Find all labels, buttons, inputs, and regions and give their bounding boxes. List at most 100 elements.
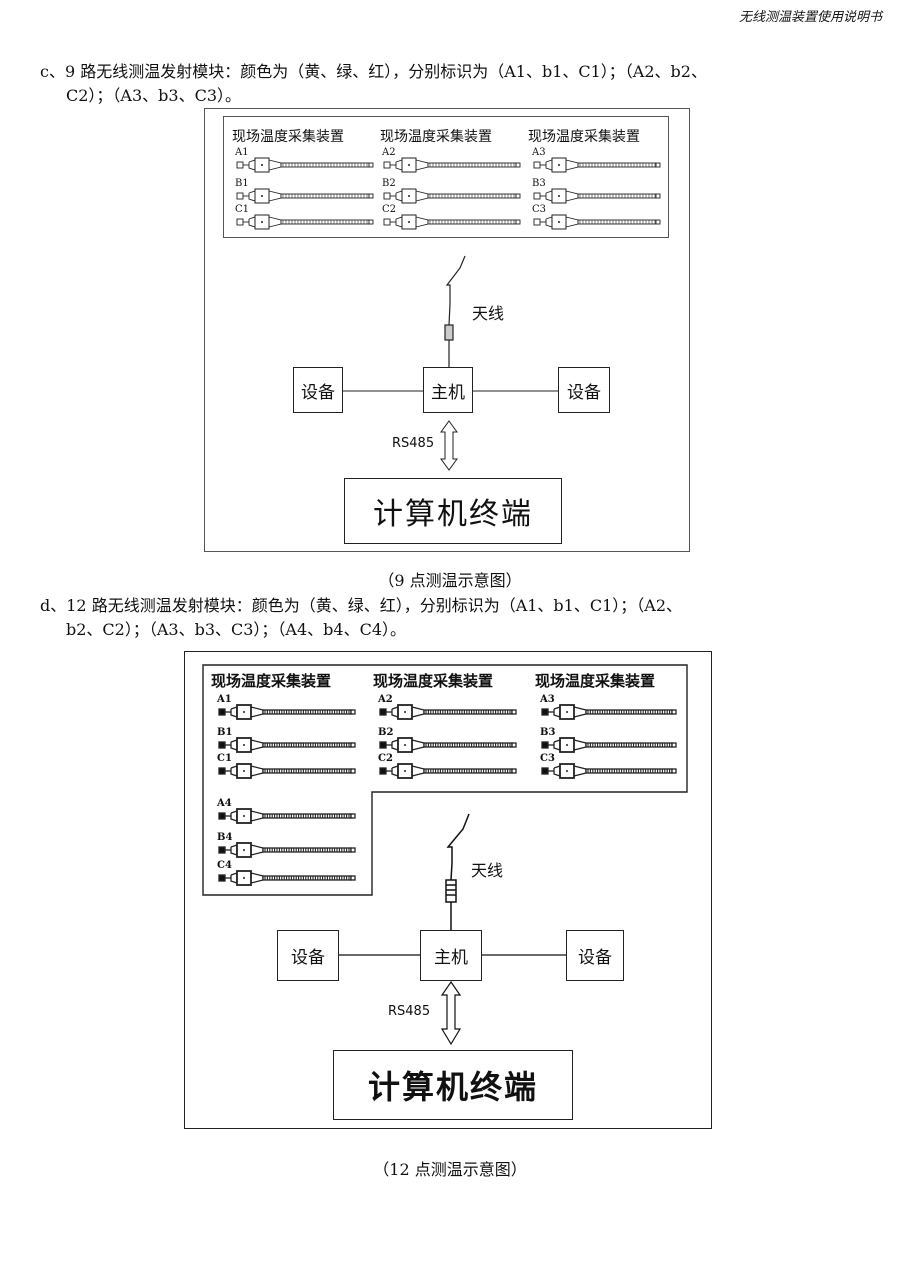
temperature-sensor-icon bbox=[533, 188, 661, 204]
d2-antenna-label: 天线 bbox=[471, 861, 504, 880]
d1-computer-terminal: 计算机终端 bbox=[344, 478, 562, 544]
d2-rs485-label: RS485 bbox=[388, 1004, 431, 1019]
d2-group-3-title: 现场温度采集装置 bbox=[535, 672, 656, 690]
temperature-sensor-icon bbox=[541, 737, 677, 753]
temperature-sensor-icon bbox=[541, 763, 677, 779]
sensor-label: B2 bbox=[382, 178, 396, 189]
sensor-label: B3 bbox=[540, 727, 556, 738]
d2-antenna-icon bbox=[445, 813, 470, 933]
sensor-label: A4 bbox=[217, 798, 232, 809]
device-label: 设备 bbox=[301, 382, 335, 403]
temperature-sensor-icon bbox=[379, 763, 517, 779]
d2-device-right: 设备 bbox=[566, 930, 624, 981]
sensor-label: C2 bbox=[378, 753, 393, 764]
diagram-9-point-caption: （9 点测温示意图） bbox=[378, 571, 522, 590]
diagram-12-point-frame bbox=[184, 651, 712, 1129]
sensor-label: C2 bbox=[382, 204, 397, 215]
temperature-sensor-icon bbox=[379, 737, 517, 753]
section-c-paragraph: c、9 路无线测温发射模块：颜色为（黄、绿、红），分别标识为（A1、b1、C1）… bbox=[40, 60, 890, 108]
temperature-sensor-icon bbox=[236, 214, 374, 230]
temperature-sensor-icon bbox=[218, 763, 356, 779]
d1-sensor-a1: A1 bbox=[235, 147, 375, 173]
temperature-sensor-icon bbox=[218, 808, 356, 824]
sensor-label: B4 bbox=[217, 832, 233, 843]
d2-sensor-a1: A1 bbox=[217, 694, 362, 720]
d1-device-right: 设备 bbox=[558, 367, 610, 413]
section-d-paragraph: d、12 路无线测温发射模块：颜色为（黄、绿、红），分别标识为（A1、b1、C1… bbox=[40, 594, 890, 642]
temperature-sensor-icon bbox=[236, 157, 374, 173]
d2-host-box: 主机 bbox=[420, 930, 482, 981]
temperature-sensor-icon bbox=[383, 157, 521, 173]
sensor-label: C3 bbox=[540, 753, 555, 764]
d2-sensor-b1: B1 bbox=[217, 727, 362, 753]
d1-sensor-b1: B1 bbox=[235, 178, 375, 204]
sensor-label: B2 bbox=[378, 727, 394, 738]
d2-connection-lines bbox=[338, 813, 566, 1046]
d1-sensor-a2: A2 bbox=[382, 147, 522, 173]
d1-sensor-a3: A3 bbox=[532, 147, 672, 173]
d1-host-box: 主机 bbox=[423, 367, 473, 413]
d1-antenna-label: 天线 bbox=[472, 304, 505, 323]
d2-device-left: 设备 bbox=[277, 930, 339, 981]
d1-rs485-arrow-icon bbox=[440, 420, 458, 471]
d2-rs485-arrow-icon bbox=[440, 980, 462, 1046]
d2-sensor-b4: B4 bbox=[217, 832, 362, 858]
d2-collector-panel bbox=[202, 664, 688, 896]
document-header-title: 无线测温装置使用说明书 bbox=[738, 10, 882, 25]
d1-group-2-title: 现场温度采集装置 bbox=[380, 129, 492, 145]
d2-sensor-c4: C4 bbox=[217, 860, 362, 886]
d1-group-3-title: 现场温度采集装置 bbox=[528, 129, 640, 145]
d2-group-1-title: 现场温度采集装置 bbox=[211, 672, 332, 690]
temperature-sensor-icon bbox=[533, 157, 661, 173]
temperature-sensor-icon bbox=[383, 188, 521, 204]
sensor-label: B1 bbox=[235, 178, 249, 189]
d2-sensor-a2: A2 bbox=[378, 694, 523, 720]
d1-sensor-c2: C2 bbox=[382, 204, 522, 230]
diagram-9-point-frame bbox=[204, 108, 690, 552]
sensor-label: A2 bbox=[378, 694, 393, 705]
section-c-line-1: c、9 路无线测温发射模块：颜色为（黄、绿、红），分别标识为（A1、b1、C1）… bbox=[40, 62, 707, 81]
sensor-label: B1 bbox=[217, 727, 233, 738]
temperature-sensor-icon bbox=[379, 704, 517, 720]
sensor-label: C1 bbox=[217, 753, 232, 764]
section-c-line-2: C2）；（A3、b3、C3）。 bbox=[66, 86, 242, 105]
sensor-label: C1 bbox=[235, 204, 250, 215]
d1-sensor-b3: B3 bbox=[532, 178, 672, 204]
temperature-sensor-icon bbox=[541, 704, 677, 720]
d1-sensor-b2: B2 bbox=[382, 178, 522, 204]
d2-sensor-c2: C2 bbox=[378, 753, 523, 779]
d2-sensor-a4: A4 bbox=[217, 798, 362, 824]
terminal-label: 计算机终端 bbox=[373, 497, 533, 532]
sensor-label: A3 bbox=[540, 694, 555, 705]
d1-group-1-title: 现场温度采集装置 bbox=[232, 129, 344, 145]
d2-sensor-a3: A3 bbox=[540, 694, 685, 720]
host-label: 主机 bbox=[431, 382, 465, 403]
sensor-label: A2 bbox=[382, 147, 396, 158]
device-label: 设备 bbox=[578, 948, 612, 968]
d2-sensor-c3: C3 bbox=[540, 753, 685, 779]
d2-sensor-c1: C1 bbox=[217, 753, 362, 779]
section-d-line-2: b2、C2）；（A3、b3、C3）；（A4、b4、C4）。 bbox=[66, 620, 407, 639]
d1-rs485-label: RS485 bbox=[392, 436, 435, 451]
temperature-sensor-icon bbox=[218, 870, 356, 886]
sensor-label: A3 bbox=[532, 147, 546, 158]
d1-device-left: 设备 bbox=[293, 367, 343, 413]
host-label: 主机 bbox=[434, 948, 468, 968]
temperature-sensor-icon bbox=[218, 737, 356, 753]
terminal-label: 计算机终端 bbox=[367, 1068, 538, 1106]
temperature-sensor-icon bbox=[236, 188, 374, 204]
d2-sensor-b2: B2 bbox=[378, 727, 523, 753]
device-label: 设备 bbox=[291, 948, 325, 968]
temperature-sensor-icon bbox=[383, 214, 521, 230]
d2-computer-terminal: 计算机终端 bbox=[333, 1050, 573, 1120]
d1-connection-lines bbox=[342, 255, 558, 471]
d1-sensor-c3: C3 bbox=[532, 204, 672, 230]
d1-sensor-c1: C1 bbox=[235, 204, 375, 230]
temperature-sensor-icon bbox=[218, 704, 356, 720]
d2-group-2-title: 现场温度采集装置 bbox=[373, 672, 494, 690]
d1-collector-panel bbox=[223, 116, 669, 238]
section-d-line-1: d、12 路无线测温发射模块：颜色为（黄、绿、红），分别标识为（A1、b1、C1… bbox=[40, 596, 683, 615]
diagram-12-point-caption: （12 点测温示意图） bbox=[373, 1160, 527, 1179]
sensor-label: B3 bbox=[532, 178, 546, 189]
sensor-label: A1 bbox=[235, 147, 249, 158]
